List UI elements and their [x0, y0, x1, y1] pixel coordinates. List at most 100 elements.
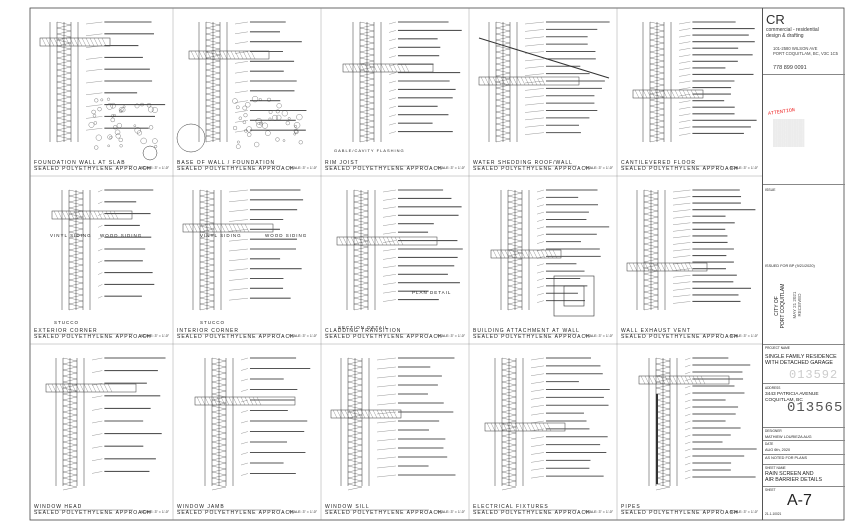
wood-siding-label: WOOD SIDING: [100, 233, 143, 238]
detail-title: BUILDING ATTACHMENT AT WALL: [473, 328, 580, 334]
detail-drawing-4: [478, 21, 610, 143]
detail-title: WALL EXHAUST VENT: [621, 328, 691, 334]
designer-name: MATHIEW LOURIEZA AUG: [765, 435, 812, 439]
attention-stamp: ATTENTION: [767, 107, 796, 117]
plan-detail-label: PLAN DETAIL: [412, 290, 452, 295]
city-received-stamp: CITY OF PORT COQUITLAM MAY 21 2021 RECEI…: [774, 283, 802, 329]
detail-drawing-11: [45, 357, 166, 491]
address-label: ADDRESS: [765, 386, 781, 390]
detail-title: EXTERIOR CORNER: [34, 328, 98, 334]
detail-drawing-5: [632, 21, 757, 143]
detail-subtitle: SEALED POLYETHYLENE APPROACH: [34, 334, 152, 340]
detail-title: PIPES: [621, 504, 641, 510]
detail-drawing-10: [626, 189, 756, 311]
detail-subtitle: SEALED POLYETHYLENE APPROACH: [177, 334, 295, 340]
vinyl-siding-label-2: VINYL SIDING: [200, 233, 242, 238]
detail-subtitle: SEALED POLYETHYLENE APPROACH: [621, 334, 739, 340]
sheet-number-label: SHEET: [765, 488, 776, 492]
detail-scale: SCALE: 3" = 1'-0": [584, 334, 613, 338]
detail-scale: SCALE: 3" = 1'-0": [436, 334, 465, 338]
detail-drawing-2: [176, 21, 307, 153]
detail-scale: SCALE: 3" = 1'-0": [140, 334, 169, 338]
firm-name: commercial - residential design & drafti…: [766, 27, 819, 39]
detail-subtitle: SEALED POLYETHYLENE APPROACH: [473, 334, 591, 340]
detail-drawing-14: [484, 357, 610, 491]
site-address: 3443 PATRICIA AVENUE COQUITLAM, BC: [765, 392, 819, 403]
detail-subtitle: SEALED POLYETHYLENE APPROACH: [473, 166, 591, 172]
detail-drawing-9: [490, 189, 610, 317]
detail-scale: SCALE: 3" = 1'-0": [436, 510, 465, 514]
detail-scale: SCALE: 3" = 1'-0": [288, 334, 317, 338]
detail-scale: SCALE: 3" = 1'-0": [288, 166, 317, 170]
sheet-code: 21-1-10021: [765, 512, 782, 516]
detail-title: CANTILEVERED FLOOR: [621, 160, 696, 166]
detail-subtitle: SEALED POLYETHYLENE APPROACH: [325, 510, 443, 516]
detail-scale: SCALE: 3" = 1'-0": [584, 166, 613, 170]
detail-title: RIM JOIST: [325, 160, 359, 166]
scale-status: AS NOTED FOR PLANS: [765, 456, 807, 460]
firm-line-1: commercial - residential: [766, 27, 819, 33]
detail-scale: SCALE: 3" = 1'-0": [729, 334, 758, 338]
project-label: PROJECT NAME: [765, 346, 790, 350]
detail-drawing-7: [182, 189, 304, 311]
detail-subtitle: SEALED POLYETHYLENE APPROACH: [34, 510, 152, 516]
firm-logo: CR: [766, 12, 785, 27]
detail-scale: SCALE: 3" = 1'-0": [584, 510, 613, 514]
project-name: SINGLE FAMILY RESIDENCE WITH DETACHED GA…: [765, 354, 837, 366]
title-block: CR commercial - residential design & dra…: [762, 8, 845, 520]
detail-title: FOUNDATION WALL AT SLAB: [34, 160, 126, 166]
detail-drawing-8: [336, 189, 463, 311]
detail-scale: SCALE: 3" = 1'-0": [140, 166, 169, 170]
detail-scale: SCALE: 3" = 1'-0": [436, 166, 465, 170]
detail-title: WINDOW SILL: [325, 504, 370, 510]
permit-number-ghost: 013592: [789, 368, 839, 382]
sheet-number: A-7: [787, 492, 812, 509]
gable-flashing-label: GABLE/CAVITY FLASHING: [334, 148, 405, 153]
sheet-border: [29, 7, 845, 521]
detail-title: WINDOW JAMB: [177, 504, 225, 510]
wood-siding-label-2: WOOD SIDING: [265, 233, 308, 238]
detail-title: ELECTRICAL FIXTURES: [473, 504, 549, 510]
revisions-label: ISSUE: [765, 188, 776, 192]
detail-title: BASE OF WALL / FOUNDATION: [177, 160, 276, 166]
detail-drawing-1: [39, 21, 166, 161]
detail-title: INTERIOR CORNER: [177, 328, 239, 334]
detail-subtitle: SEALED POLYETHYLENE APPROACH: [473, 510, 591, 516]
drawing-date: AUG 6th, 2020: [765, 448, 791, 452]
detail-subtitle: SEALED POLYETHYLENE APPROACH: [325, 166, 443, 172]
detail-subtitle: SEALED POLYETHYLENE APPROACH: [177, 166, 295, 172]
detail-title: WATER SHEDDING ROOF/WALL: [473, 160, 573, 166]
detail-drawing-13: [330, 357, 456, 491]
approval-stamp: ▒▒▒▒▒▒▒▒▒▒▒▒▒▒▒▒▒▒▒▒▒▒▒▒▒▒▒▒▒▒▒▒▒▒▒▒▒▒▒▒…: [773, 120, 805, 148]
detail-scale: SCALE: 3" = 1'-0": [288, 510, 317, 514]
detail-scale: SCALE: 3" = 1'-0": [140, 510, 169, 514]
vinyl-siding-label: VINYL SIDING: [50, 233, 92, 238]
detail-title: WINDOW HEAD: [34, 504, 83, 510]
